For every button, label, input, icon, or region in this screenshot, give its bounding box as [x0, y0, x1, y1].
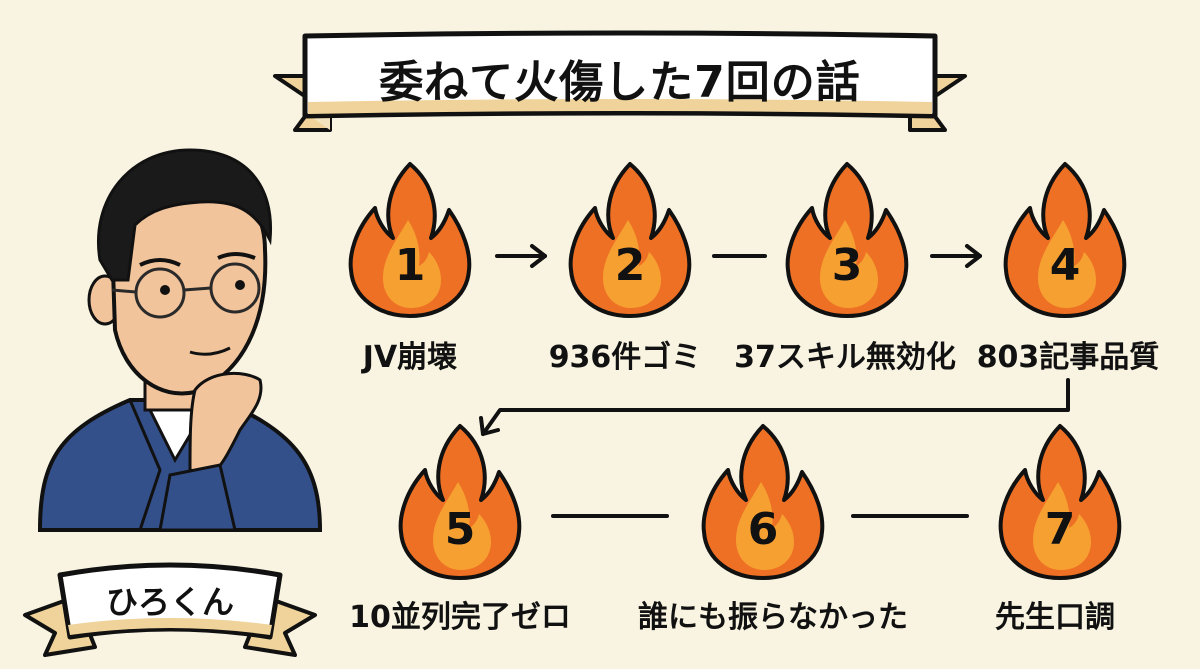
- character-name: ひろくん: [105, 583, 234, 621]
- incident-number: 1: [394, 240, 426, 291]
- incident-label-6: 誰にも振らなかった: [638, 600, 908, 635]
- incident-label-4: 803記事品質: [976, 340, 1160, 375]
- character-illustration: [20, 130, 330, 550]
- incident-label-3: 37スキル無効化: [734, 340, 956, 375]
- incident-number: 6: [747, 504, 779, 555]
- incident-number: 3: [831, 240, 863, 291]
- incident-node-6: 6: [688, 422, 838, 582]
- incident-number: 5: [444, 504, 476, 555]
- incident-label-7: 先生口調: [995, 600, 1115, 635]
- arrow-right-icon: [930, 244, 982, 268]
- incident-node-7: 7: [985, 422, 1135, 582]
- incident-node-5: 5: [385, 422, 535, 582]
- incident-number: 2: [614, 240, 646, 291]
- title-banner: 委ねて火傷した7回の話: [270, 28, 970, 138]
- arrow-right-icon: [495, 244, 547, 268]
- incident-node-1: 1: [335, 160, 485, 320]
- elbow-arrow-icon: [479, 378, 1070, 436]
- name-banner: ひろくん: [20, 555, 320, 665]
- incident-label-5: 10並列完了ゼロ: [349, 600, 571, 635]
- incident-label-2: 936件ゴミ: [548, 340, 702, 375]
- incident-node-4: 4: [990, 160, 1140, 320]
- incident-number: 7: [1044, 504, 1076, 555]
- page-title: 委ねて火傷した7回の話: [379, 57, 861, 108]
- incident-number: 4: [1049, 240, 1081, 291]
- incident-node-2: 2: [555, 160, 705, 320]
- incident-node-3: 3: [772, 160, 922, 320]
- incident-label-1: JV崩壊: [362, 340, 458, 375]
